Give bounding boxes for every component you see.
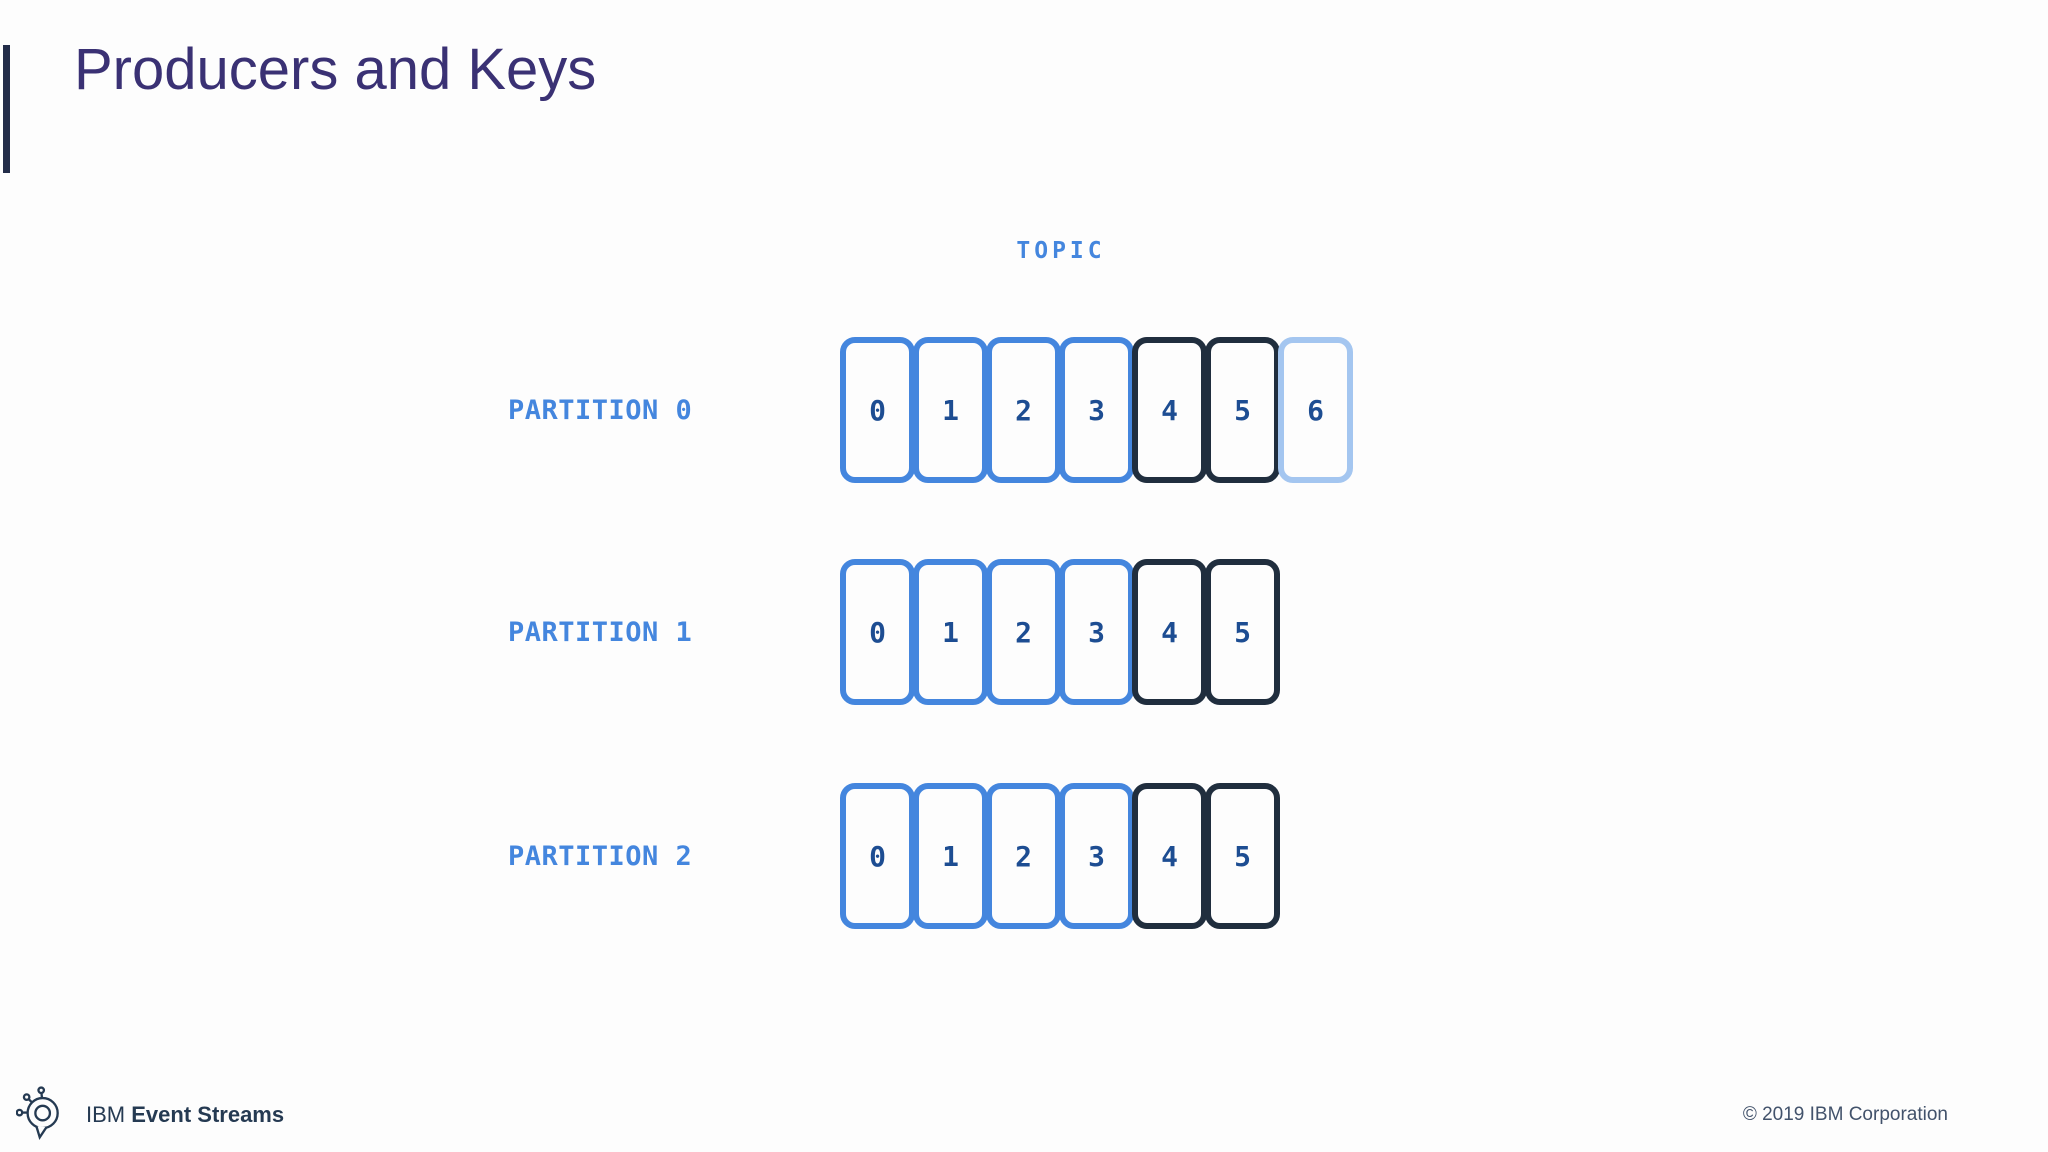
offset-number: 0 xyxy=(869,393,886,427)
message-cell: 5 xyxy=(1205,337,1280,483)
brand-text: IBM Event Streams xyxy=(86,1102,284,1128)
offset-number: 0 xyxy=(869,615,886,649)
offset-number: 6 xyxy=(1307,393,1324,427)
title-accent-bar xyxy=(3,45,10,173)
message-cell: 1 xyxy=(913,559,988,705)
partition-cells: 0 1 2 3 4 5 xyxy=(840,783,1280,929)
message-cell: 4 xyxy=(1132,559,1207,705)
offset-number: 2 xyxy=(1015,615,1032,649)
offset-number: 3 xyxy=(1088,839,1105,873)
offset-number: 1 xyxy=(942,839,959,873)
message-cell: 4 xyxy=(1132,337,1207,483)
offset-number: 5 xyxy=(1234,615,1251,649)
message-cell: 1 xyxy=(913,337,988,483)
partition-label: PARTITION 2 xyxy=(508,840,693,872)
partition-cells: 0 1 2 3 4 5 6 xyxy=(840,337,1353,483)
brand-name: Event Streams xyxy=(131,1102,285,1127)
message-cell: 3 xyxy=(1059,783,1134,929)
partition-row: PARTITION 1 0 1 2 3 4 5 xyxy=(508,559,1280,705)
message-cell: 2 xyxy=(986,783,1061,929)
partition-label: PARTITION 1 xyxy=(508,616,693,648)
offset-number: 4 xyxy=(1161,615,1178,649)
message-cell: 1 xyxy=(913,783,988,929)
offset-number: 5 xyxy=(1234,393,1251,427)
message-cell: 2 xyxy=(986,337,1061,483)
partition-label: PARTITION 0 xyxy=(508,394,693,426)
partition-row: PARTITION 2 0 1 2 3 4 5 xyxy=(508,783,1280,929)
offset-number: 1 xyxy=(942,615,959,649)
message-cell: 3 xyxy=(1059,559,1134,705)
footer-brand: IBM Event Streams xyxy=(16,1084,284,1146)
offset-number: 2 xyxy=(1015,839,1032,873)
offset-number: 3 xyxy=(1088,393,1105,427)
slide-title: Producers and Keys xyxy=(74,37,597,102)
message-cell: 3 xyxy=(1059,337,1134,483)
message-cell: 0 xyxy=(840,337,915,483)
message-cell: 5 xyxy=(1205,783,1280,929)
message-cell: 2 xyxy=(986,559,1061,705)
copyright-text: © 2019 IBM Corporation xyxy=(1742,1104,1948,1125)
partition-cells: 0 1 2 3 4 5 xyxy=(840,559,1280,705)
message-cell: 0 xyxy=(840,783,915,929)
offset-number: 3 xyxy=(1088,615,1105,649)
message-cell: 0 xyxy=(840,559,915,705)
message-cell: 4 xyxy=(1132,783,1207,929)
partition-row: PARTITION 0 0 1 2 3 4 5 6 xyxy=(508,337,1353,483)
offset-number: 2 xyxy=(1015,393,1032,427)
message-cell: 6 xyxy=(1278,337,1353,483)
message-cell: 5 xyxy=(1205,559,1280,705)
offset-number: 4 xyxy=(1161,393,1178,427)
offset-number: 0 xyxy=(869,839,886,873)
offset-number: 1 xyxy=(942,393,959,427)
offset-number: 4 xyxy=(1161,839,1178,873)
brand-prefix: IBM xyxy=(86,1102,126,1127)
ibm-event-streams-logo-icon xyxy=(16,1086,59,1140)
topic-label: TOPIC xyxy=(1016,238,1106,264)
offset-number: 5 xyxy=(1234,839,1251,873)
